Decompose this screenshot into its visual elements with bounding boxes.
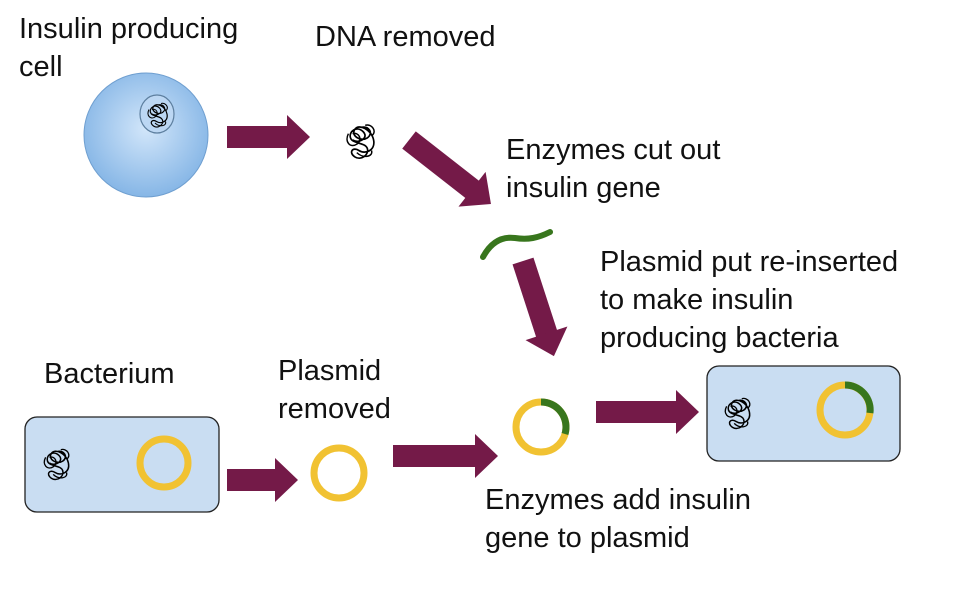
label-insulin-producing-cell: Insulin producing cell <box>19 13 239 83</box>
removed-dna-icon <box>346 124 375 159</box>
arrow-gene-to-plasmid <box>512 257 568 357</box>
label-plasmid-reinserted: Plasmid put re-inserted to make insulin … <box>600 246 899 354</box>
arrow-plasmid-to-bacterium <box>596 390 699 434</box>
arrow-plasmid-to-modified <box>393 434 498 478</box>
arrow-cell-to-dna <box>227 115 310 159</box>
label-dna-removed: DNA removed <box>315 21 496 53</box>
arrow-dna-to-enzymes <box>402 131 491 207</box>
insulin-producing-cell <box>83 72 209 198</box>
inserted-gene-segment <box>540 398 570 435</box>
insulin-gene-strand <box>480 229 553 260</box>
label-enzymes-add: Enzymes add insulin gene to plasmid <box>485 484 751 554</box>
modified-bacterium-gene-segment <box>844 381 874 414</box>
arrow-bacterium-to-plasmid <box>227 458 298 502</box>
bacterium <box>24 416 220 513</box>
removed-plasmid <box>310 444 368 502</box>
label-bacterium: Bacterium <box>44 358 175 390</box>
insulin-producing-bacterium <box>706 365 901 462</box>
label-plasmid-removed: Plasmid removed <box>278 355 391 425</box>
label-enzymes-cut-out: Enzymes cut out insulin gene <box>506 134 721 204</box>
modified-plasmid <box>512 398 570 456</box>
bacterium-plasmid <box>136 435 192 491</box>
